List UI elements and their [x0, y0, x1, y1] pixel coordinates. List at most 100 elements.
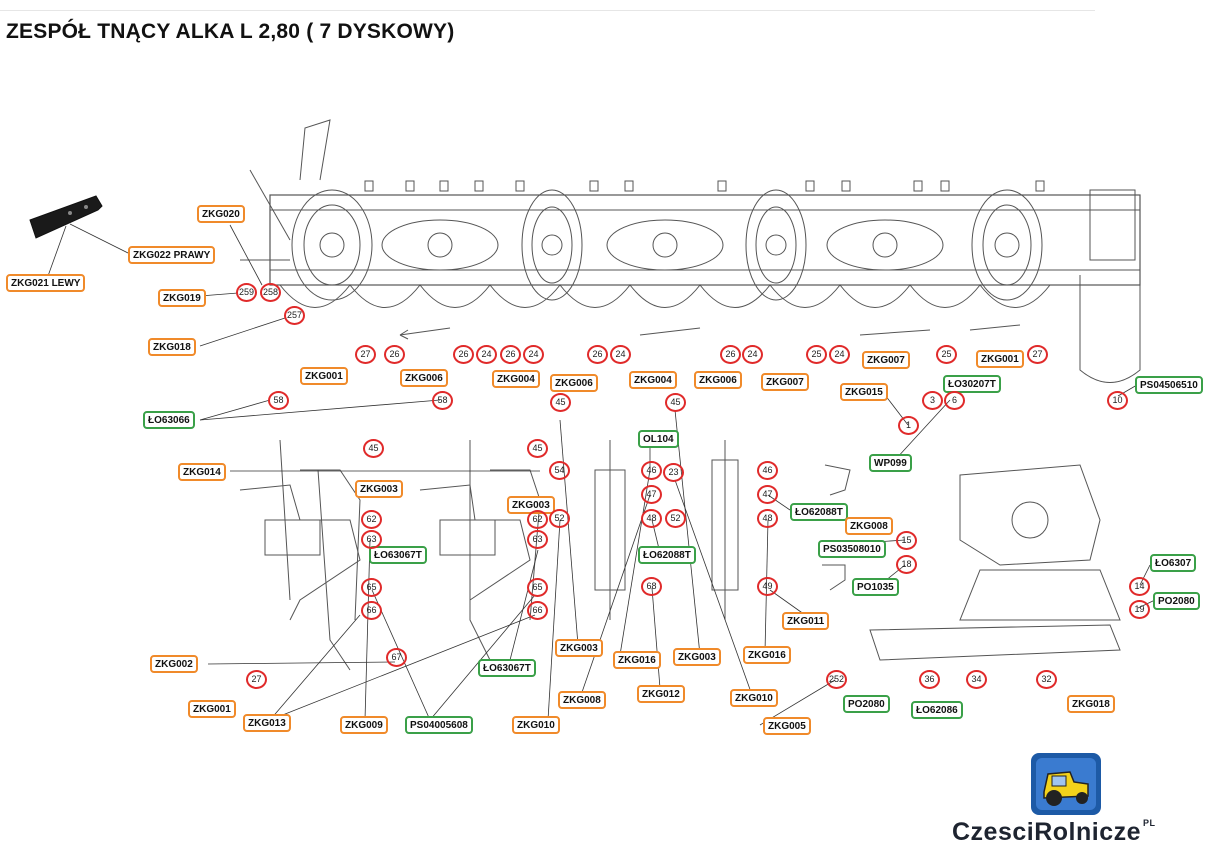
part-label-po2080[interactable]: PO2080 [843, 695, 890, 713]
cutter-bar-top-view [240, 119, 1141, 383]
part-label-zkg018[interactable]: ZKG018 [148, 338, 196, 356]
callout-63: 63 [527, 530, 548, 549]
callout-25: 25 [806, 345, 827, 364]
callout-26: 26 [500, 345, 521, 364]
callout-24: 24 [829, 345, 850, 364]
callout-58: 58 [432, 391, 453, 410]
callout-45: 45 [363, 439, 384, 458]
callout-25: 25 [936, 345, 957, 364]
part-label-lo62088t[interactable]: ŁO62088T [790, 503, 848, 521]
callout-3: 3 [922, 391, 943, 410]
part-label-zkg019[interactable]: ZKG019 [158, 289, 206, 307]
part-label-lo30207t[interactable]: ŁO30207T [943, 375, 1001, 393]
part-label-zkg002[interactable]: ZKG002 [150, 655, 198, 673]
callout-46: 46 [641, 461, 662, 480]
callout-32: 32 [1036, 670, 1057, 689]
part-label-lo62086[interactable]: ŁO62086 [911, 701, 963, 719]
part-label-ps03508010[interactable]: PS03508010 [818, 540, 886, 558]
part-label-zkg014[interactable]: ZKG014 [178, 463, 226, 481]
part-label-po2080[interactable]: PO2080 [1153, 592, 1200, 610]
callout-54: 54 [549, 461, 570, 480]
callout-52: 52 [665, 509, 686, 528]
callout-14: 14 [1129, 577, 1150, 596]
part-label-lo6307[interactable]: ŁO6307 [1150, 554, 1197, 572]
part-label-ps04506510[interactable]: PS04506510 [1135, 376, 1203, 394]
part-label-zkg008[interactable]: ZKG008 [845, 517, 893, 535]
callout-259: 259 [236, 283, 257, 302]
callout-67: 67 [386, 648, 407, 667]
callout-65: 65 [527, 578, 548, 597]
callout-257: 257 [284, 306, 305, 325]
part-label-po1035[interactable]: PO1035 [852, 578, 899, 596]
callout-68: 68 [641, 577, 662, 596]
callout-58: 58 [268, 391, 289, 410]
callout-62: 62 [361, 510, 382, 529]
callout-62: 62 [527, 510, 548, 529]
callout-48: 48 [757, 509, 778, 528]
callout-258: 258 [260, 283, 281, 302]
callout-66: 66 [527, 601, 548, 620]
part-label-zkg001[interactable]: ZKG001 [976, 350, 1024, 368]
part-label-zkg004[interactable]: ZKG004 [492, 370, 540, 388]
part-label-zkg010[interactable]: ZKG010 [512, 716, 560, 734]
part-label-zkg013[interactable]: ZKG013 [243, 714, 291, 732]
callout-26: 26 [720, 345, 741, 364]
callout-65: 65 [361, 578, 382, 597]
callout-27: 27 [355, 345, 376, 364]
part-label-zkg006[interactable]: ZKG006 [550, 374, 598, 392]
part-label-zkg003[interactable]: ZKG003 [355, 480, 403, 498]
part-label-ps04005608[interactable]: PS04005608 [405, 716, 473, 734]
part-label-zkg005[interactable]: ZKG005 [763, 717, 811, 735]
callout-27: 27 [246, 670, 267, 689]
part-label-zkg021[interactable]: ZKG021 LEWY [6, 274, 86, 292]
callout-10: 10 [1107, 391, 1128, 410]
callout-45: 45 [550, 393, 571, 412]
callout-36: 36 [919, 670, 940, 689]
callout-52: 52 [549, 509, 570, 528]
callout-24: 24 [610, 345, 631, 364]
part-label-zkg020[interactable]: ZKG020 [197, 205, 245, 223]
callout-24: 24 [523, 345, 544, 364]
part-label-zkg003[interactable]: ZKG003 [555, 639, 603, 657]
part-label-wp099[interactable]: WP099 [869, 454, 912, 472]
part-label-zkg012[interactable]: ZKG012 [637, 685, 685, 703]
part-label-lo62088t[interactable]: ŁO62088T [638, 546, 696, 564]
part-label-zkg006[interactable]: ZKG006 [400, 369, 448, 387]
callout-47: 47 [641, 485, 662, 504]
part-label-lo63066[interactable]: ŁO63066 [143, 411, 195, 429]
part-label-zkg004[interactable]: ZKG004 [629, 371, 677, 389]
callout-26: 26 [384, 345, 405, 364]
callout-63: 63 [361, 530, 382, 549]
part-label-zkg008[interactable]: ZKG008 [558, 691, 606, 709]
part-label-zkg016[interactable]: ZKG016 [613, 651, 661, 669]
callout-1: 1 [898, 416, 919, 435]
callout-45: 45 [665, 393, 686, 412]
callout-45: 45 [527, 439, 548, 458]
callout-23: 23 [663, 463, 684, 482]
part-label-zkg001[interactable]: ZKG001 [188, 700, 236, 718]
part-label-zkg022[interactable]: ZKG022 PRAWY [128, 246, 216, 264]
callout-26: 26 [587, 345, 608, 364]
part-label-zkg003[interactable]: ZKG003 [673, 648, 721, 666]
callout-18: 18 [896, 555, 917, 574]
part-label-lo63067t[interactable]: ŁO63067T [369, 546, 427, 564]
callout-24: 24 [476, 345, 497, 364]
part-label-zkg016[interactable]: ZKG016 [743, 646, 791, 664]
callout-6: 6 [944, 391, 965, 410]
part-label-zkg018[interactable]: ZKG018 [1067, 695, 1115, 713]
callout-27: 27 [1027, 345, 1048, 364]
part-label-zkg009[interactable]: ZKG009 [340, 716, 388, 734]
callout-46: 46 [757, 461, 778, 480]
part-label-zkg010[interactable]: ZKG010 [730, 689, 778, 707]
callout-66: 66 [361, 601, 382, 620]
part-label-lo63067t[interactable]: ŁO63067T [478, 659, 536, 677]
part-label-zkg001[interactable]: ZKG001 [300, 367, 348, 385]
part-label-zkg006[interactable]: ZKG006 [694, 371, 742, 389]
part-label-ol104[interactable]: OL104 [638, 430, 679, 448]
part-label-zkg007[interactable]: ZKG007 [761, 373, 809, 391]
part-label-zkg011[interactable]: ZKG011 [782, 612, 830, 630]
part-label-zkg015[interactable]: ZKG015 [840, 383, 888, 401]
part-label-zkg007[interactable]: ZKG007 [862, 351, 910, 369]
page-title: ZESPÓŁ TNĄCY ALKA L 2,80 ( 7 DYSKOWY) [6, 20, 455, 43]
